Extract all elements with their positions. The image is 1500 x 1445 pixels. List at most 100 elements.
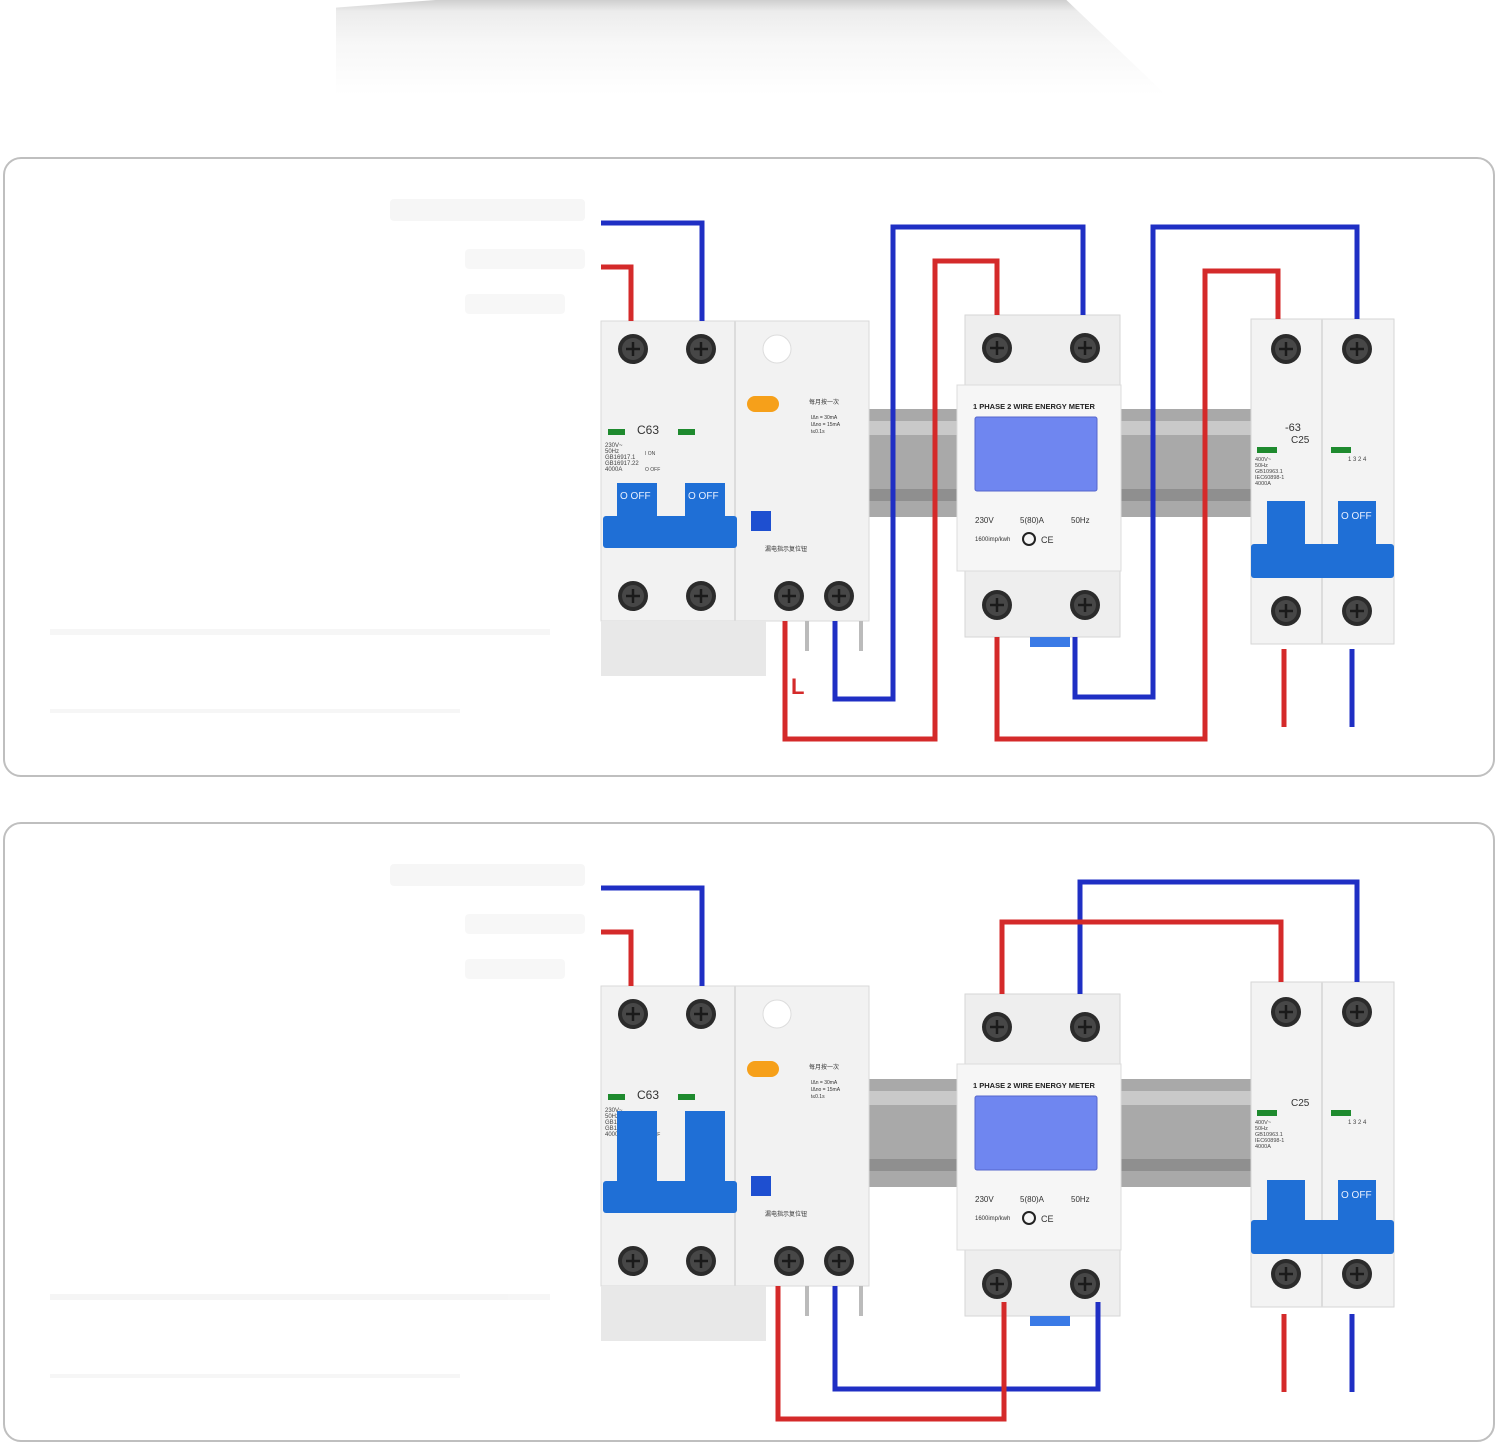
rcbo-spec-line: 4000A [605,467,622,473]
rcbo-test-text: 每月按一次 [809,1063,839,1071]
rcbo-reset-indicator [751,511,771,531]
rcbo-switch-label-2: O OFF [688,491,719,502]
meter-frequency: 50Hz [1071,516,1090,525]
rcbo-bottom-screw-1 [618,581,648,611]
rcbo-spec-line: 230V~ [605,443,623,449]
mcb-indicator-green [1257,1110,1277,1116]
rcbo-trip-spec: t≤0.1s [811,429,825,435]
mcb-spec-line: 4000A [1255,1144,1271,1150]
rcbo-pin [859,621,863,651]
mcb-bottom-screw-1 [1271,1259,1301,1289]
mcb-spec-line: 50Hz [1255,1126,1268,1132]
meter-clip [1030,637,1070,647]
rcbo-indicator-green [678,429,695,435]
live-wire-label: L [791,674,804,699]
meter-bottom-screw-1 [982,1269,1012,1299]
meter-lcd [974,1095,1098,1171]
neutral-wire-rcbo-to-meter [832,224,1086,702]
mcb-rating: C25 [1291,435,1310,446]
rcbo-bottom-screw-2 [686,581,716,611]
rcbo-pin [805,621,809,651]
meter-top-screw-2 [1070,1012,1100,1042]
mcb-switch-label: O OFF [1341,511,1372,522]
rcbo-spec-line: 50Hz [605,449,619,455]
meter-lcd [974,416,1098,492]
mcb-spec-line: IEC60898-1 [1255,1138,1284,1144]
mcb-terminals: 1 3 2 4 [1348,457,1367,463]
mcb-spec-line: GB10963.1 [1255,469,1283,475]
meter-title: 1 PHASE 2 WIRE ENERGY METER [973,402,1096,411]
rcbo-test-button [747,1061,779,1077]
rcbo-off-label: O OFF [645,467,660,473]
mcb-spec-line: 50Hz [1255,463,1268,469]
rcbo-bottom-screw-4 [824,1246,854,1276]
rcbo-trip-spec: IΔn = 30mA [811,1080,838,1086]
mcb-handle-bar [1251,1220,1394,1254]
rcbo-indicator-green [678,1094,695,1100]
rcbo-spec-line: 50Hz [605,1114,619,1120]
faint-line [50,1294,550,1300]
rcbo-handle-bar [603,516,737,548]
rcbo-reset-text: 漏电指示复位钮 [765,1210,807,1218]
meter-top-screw-2 [1070,333,1100,363]
mcb-spec-line: 400V~ [1255,457,1271,463]
faint-label-block [465,959,565,979]
meter-top-screw-1 [982,1012,1012,1042]
meter-clip [1030,1316,1070,1326]
rcbo-pin [805,1286,809,1316]
rcbo-spec-line: 230V~ [605,1108,623,1114]
mcb-indicator-green [1331,447,1351,453]
mcb-breaker: -63C25400V~50HzGB10963.1IEC60898-14000A1… [1250,318,1395,645]
live-wire-meter-to-mcb [994,268,1281,742]
meter-bottom-screw-2 [1070,590,1100,620]
mcb-bottom-screw-2 [1342,596,1372,626]
faint-line [50,709,460,713]
mcb-toggle-2 [1338,1180,1376,1224]
mcb-spec-line: GB10963.1 [1255,1132,1283,1138]
rcbo-foot [601,621,766,676]
rcbo-hole [762,999,792,1029]
mcb-toggle-2 [1338,501,1376,545]
rcbo-test-button [747,396,779,412]
rcbo-reset-text: 漏电指示复位钮 [765,545,807,553]
rcbo-top-screw-2 [686,334,716,364]
rcbo-toggle-2 [685,1111,725,1186]
meter-bottom-screw-2 [1070,1269,1100,1299]
rcbo-test-text: 每月按一次 [809,398,839,406]
rcbo-reset-indicator [751,1176,771,1196]
mcb-terminals: 1 3 2 4 [1348,1120,1367,1126]
meter-voltage: 230V [975,516,994,525]
rcbo-pin [859,1286,863,1316]
live-wire-rcbo-to-meter [775,1286,1007,1422]
mcb-rating: C25 [1291,1098,1310,1109]
mcb-bottom-screw-1 [1271,596,1301,626]
neutral-wire-supply [601,220,705,321]
rcbo-bottom-screw-3 [774,1246,804,1276]
rcbo-rating: C63 [637,1088,659,1102]
neutral-wire-rcbo-to-meter [832,1286,1101,1392]
meter-pulse-led [1022,1211,1036,1225]
rcbo-switch-label-1: O OFF [620,491,651,502]
meter-frequency: 50Hz [1071,1195,1090,1204]
faint-label-block [390,864,585,886]
meter-current: 5(80)A [1020,1195,1045,1204]
faint-label-block [465,914,585,934]
mcb-spec-line: 400V~ [1255,1120,1271,1126]
rcbo-spec-line: GB16917.1 [605,455,636,461]
mcb-series: -63 [1285,422,1301,434]
mcb-top-screw-2 [1342,334,1372,364]
rcbo-foot [601,1286,766,1341]
faint-labels [50,199,585,713]
rcbo-top-screw-1 [618,334,648,364]
faint-label-block [390,199,585,221]
mcb-toggle-1 [1267,501,1305,545]
rcbo-bottom-screw-1 [618,1246,648,1276]
faint-line [50,629,550,635]
rcbo-handle-bar [603,1181,737,1213]
